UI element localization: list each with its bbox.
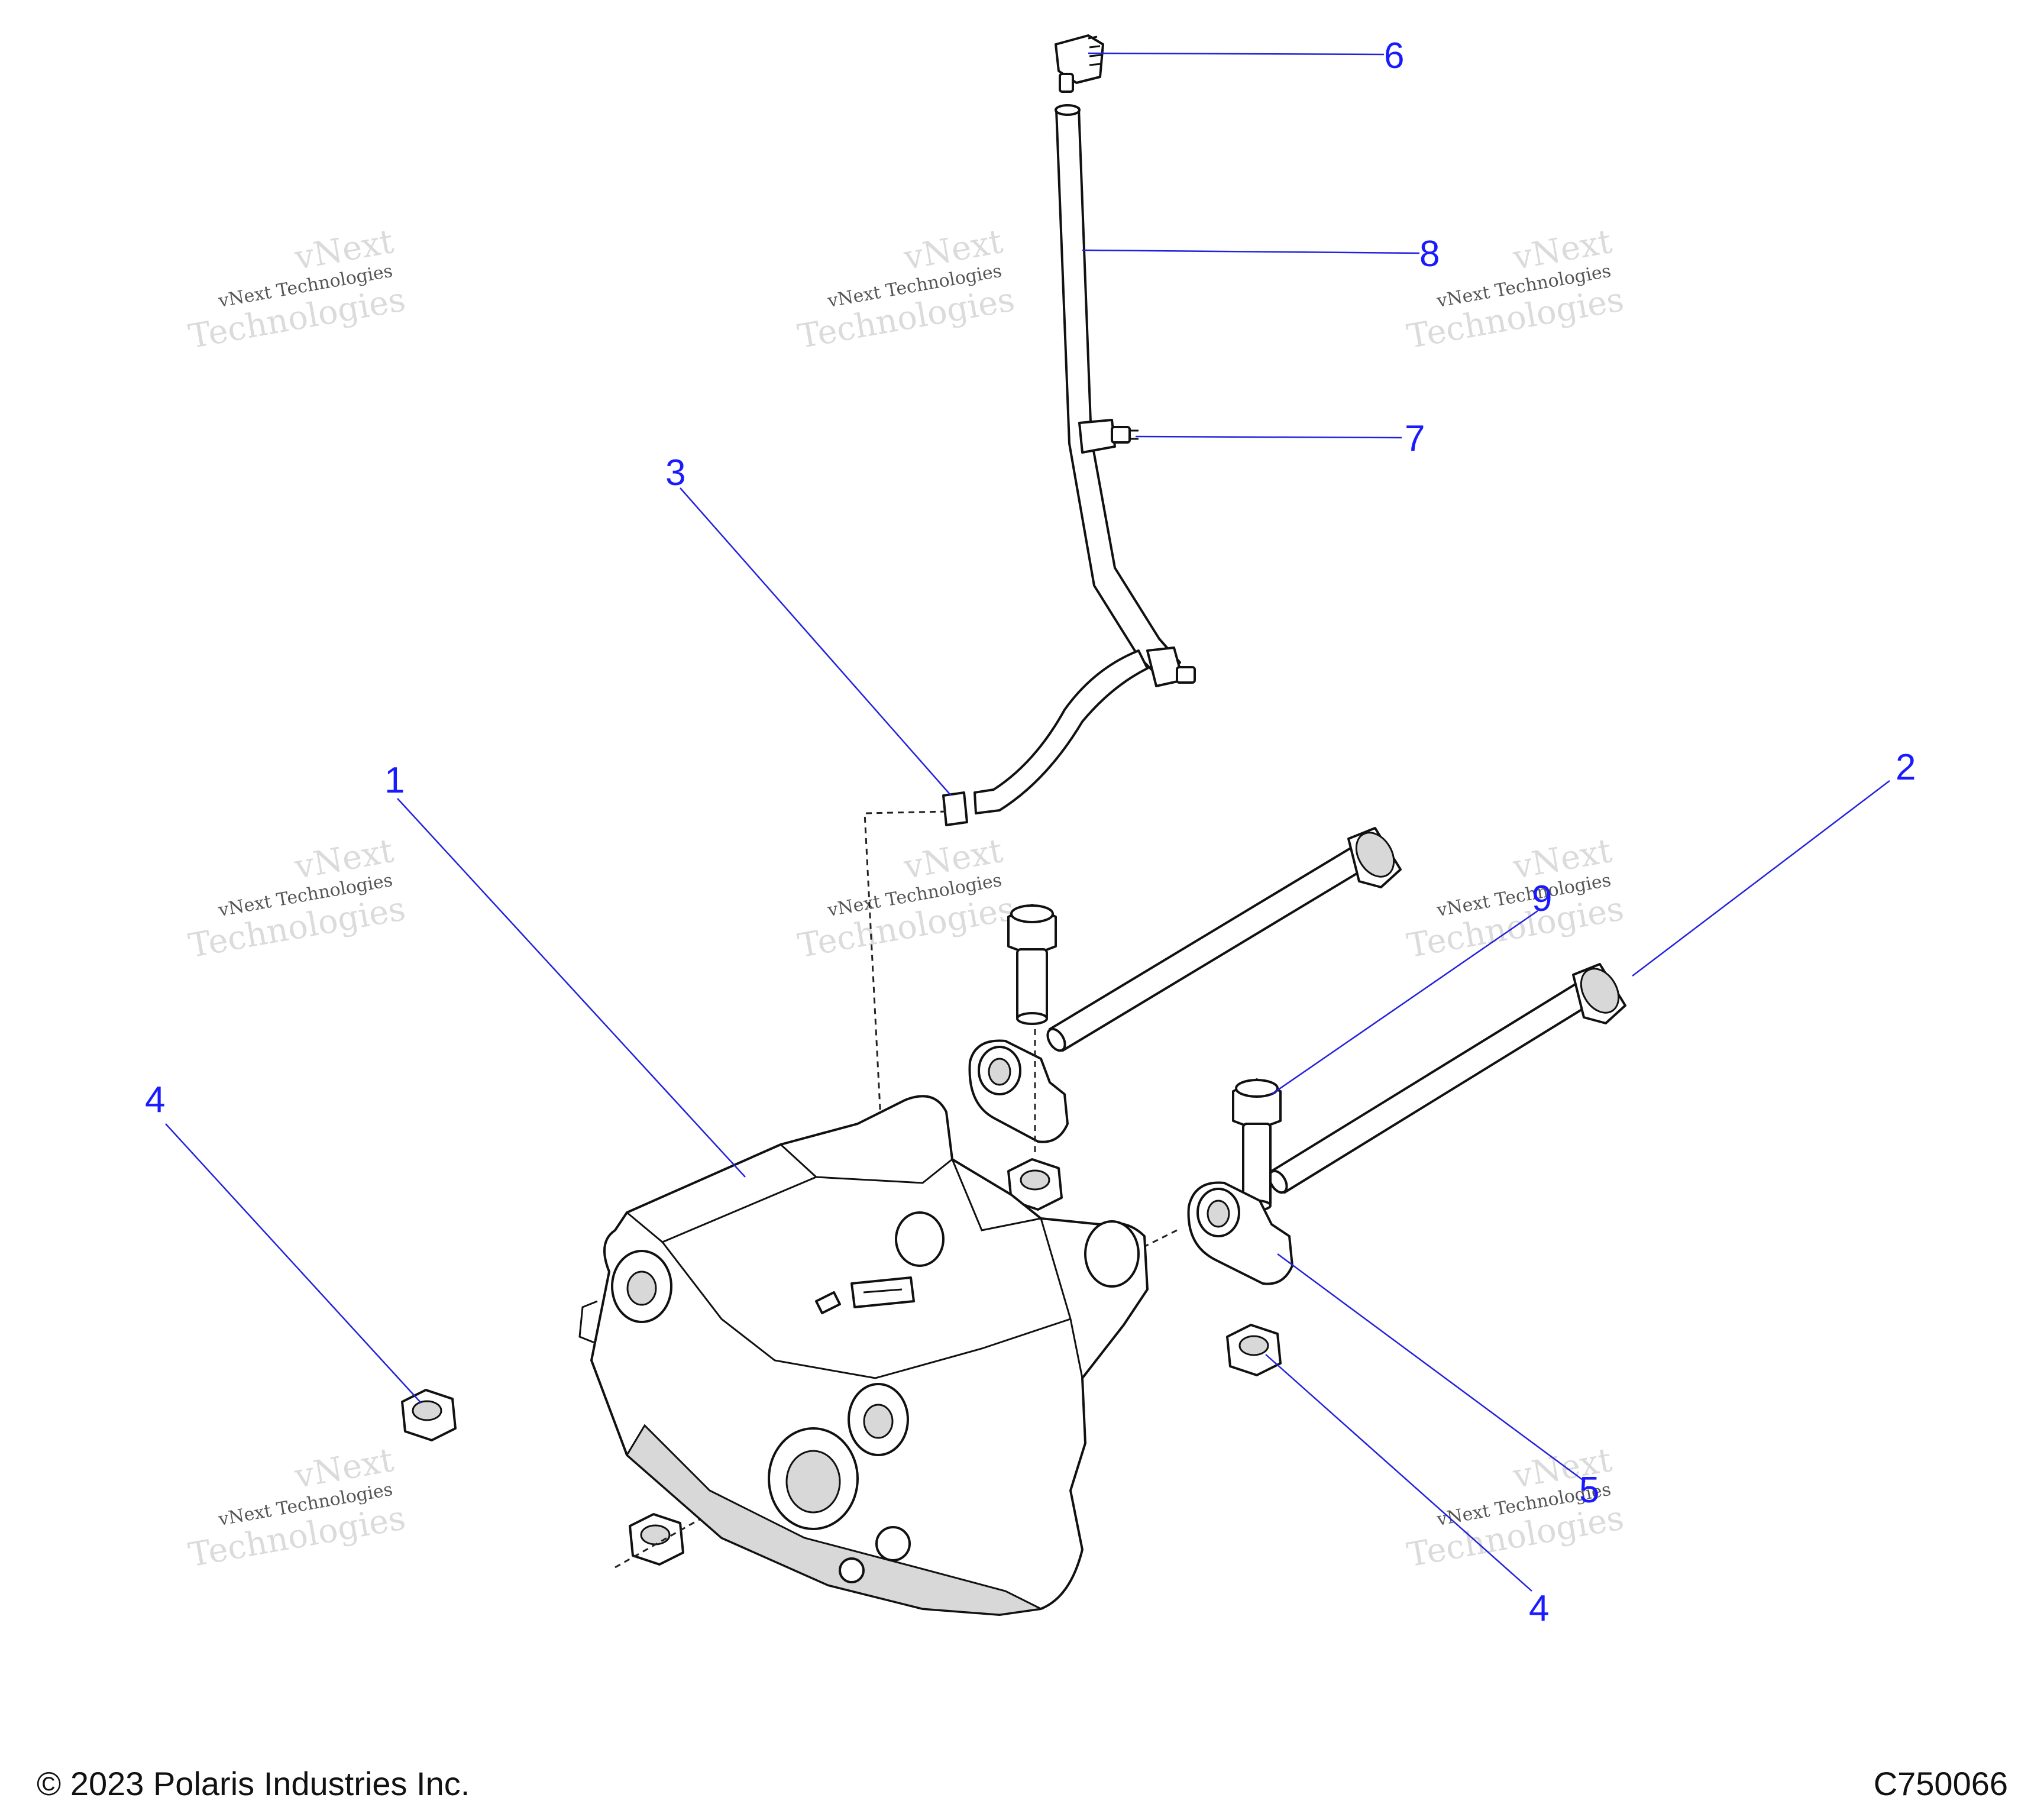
leader-9 — [1271, 910, 1538, 1095]
leader-8 — [1082, 249, 1420, 254]
diagram-code: C750066 — [1874, 1765, 2008, 1802]
part-2-long-bolt-lower — [1268, 963, 1626, 1194]
leader-4-left — [165, 1123, 422, 1404]
leader-1 — [397, 798, 746, 1178]
part-4-flange-nut-upper — [1007, 1029, 1063, 1211]
callout-2: 2 — [1896, 747, 1916, 788]
watermark: vNext vNext Technologies Technologies — [186, 1441, 408, 1574]
part-1-gearcase-housing — [578, 1095, 1149, 1616]
watermark: vNext vNext Technologies Technologies — [186, 832, 408, 965]
watermark: vNext vNext Technologies Technologies — [1404, 832, 1626, 965]
part-4-flange-nut-right — [1226, 1324, 1282, 1376]
watermark: vNext vNext Technologies Technologies — [795, 832, 1017, 965]
callout-8: 8 — [1419, 234, 1440, 274]
part-4-flange-nut-left — [401, 1389, 457, 1441]
watermark: vNext vNext Technologies Technologies — [795, 222, 1017, 356]
part-5-bracket-upper — [968, 1039, 1069, 1143]
callout-4-left: 4 — [145, 1079, 165, 1120]
leader-2 — [1632, 780, 1890, 977]
leader-6 — [1088, 52, 1385, 56]
leader-4-right — [1265, 1354, 1532, 1592]
callout-3: 3 — [665, 452, 685, 493]
callout-7: 7 — [1405, 418, 1425, 459]
leader-3 — [680, 487, 952, 796]
leader-lines — [165, 52, 1890, 1592]
callouts: 6 8 7 3 1 2 9 5 4 4 — [145, 35, 1916, 1629]
copyright-text: © 2023 Polaris Industries Inc. — [37, 1765, 470, 1802]
watermark: vNext vNext Technologies Technologies — [186, 222, 408, 356]
leader-7 — [1135, 435, 1402, 439]
callout-1: 1 — [384, 760, 405, 801]
watermark: vNext vNext Technologies Technologies — [1404, 222, 1626, 356]
lower-hose-clamp — [1146, 646, 1196, 687]
part-7-hose-clamp — [1078, 419, 1139, 454]
callout-6: 6 — [1384, 35, 1404, 76]
callout-9: 9 — [1532, 878, 1552, 919]
callout-5: 5 — [1579, 1470, 1599, 1511]
part-2-long-bolt-upper — [1046, 827, 1402, 1052]
part-8-breather-hose — [974, 104, 1181, 814]
part-6-breather-fitting — [1055, 34, 1104, 93]
callout-4-right: 4 — [1529, 1588, 1549, 1629]
part-9-flange-bolt-left — [1007, 904, 1057, 1025]
leader-5 — [1277, 1253, 1586, 1483]
